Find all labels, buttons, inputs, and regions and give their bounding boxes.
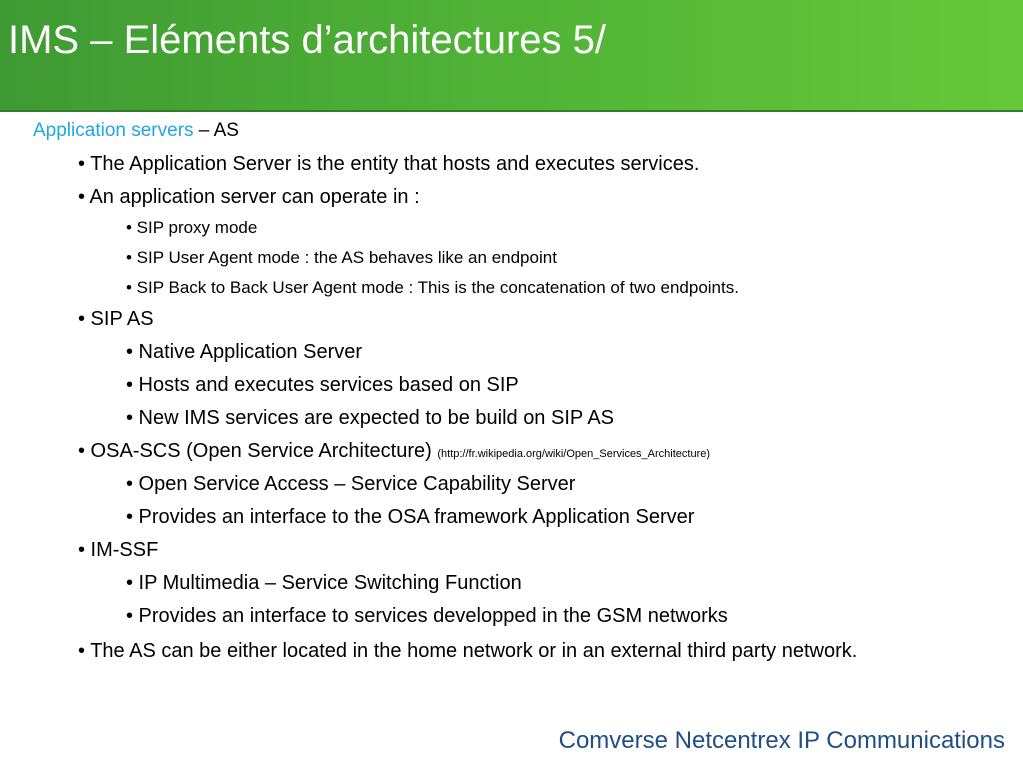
title-bar: IMS – Eléments d’architectures 5/: [0, 0, 1023, 112]
bullet-line: • OSA-SCS (Open Service Architecture) (h…: [78, 440, 710, 463]
sub-bullet-line: • Provides an interface to services deve…: [126, 605, 728, 627]
section-heading: Application servers – AS: [33, 120, 239, 142]
bullet-text: • OSA-SCS (Open Service Architecture): [78, 440, 438, 462]
bullet-line: • SIP AS: [78, 308, 154, 330]
sub-bullet-line: • Open Service Access – Service Capabili…: [126, 473, 576, 495]
sub-bullet-line: • Hosts and executes services based on S…: [126, 374, 519, 396]
sub-bullet-line: • IP Multimedia – Service Switching Func…: [126, 572, 522, 594]
sub-bullet-line: • Native Application Server: [126, 341, 363, 363]
section-heading-highlight: Application servers: [33, 120, 194, 141]
company-logo-text: Comverse Netcentrex IP Communications: [558, 727, 1005, 754]
reference-link-text: (http://fr.wikipedia.org/wiki/Open_Servi…: [437, 448, 711, 460]
sub-bullet-line: • New IMS services are expected to be bu…: [126, 407, 614, 429]
bullet-line: • The AS can be either located in the ho…: [78, 640, 858, 662]
sub-bullet-line: • SIP User Agent mode : the AS behaves l…: [126, 248, 557, 267]
bullet-line: • IM-SSF: [78, 539, 159, 561]
section-heading-rest: – AS: [193, 120, 239, 141]
page-title: IMS – Eléments d’architectures 5/: [8, 18, 607, 62]
bullet-line: • The Application Server is the entity t…: [78, 153, 700, 175]
bullet-line: • An application server can operate in :: [78, 186, 420, 208]
sub-bullet-line: • SIP Back to Back User Agent mode : Thi…: [126, 278, 739, 297]
sub-bullet-line: • Provides an interface to the OSA frame…: [126, 506, 695, 528]
sub-bullet-line: • SIP proxy mode: [126, 218, 258, 237]
